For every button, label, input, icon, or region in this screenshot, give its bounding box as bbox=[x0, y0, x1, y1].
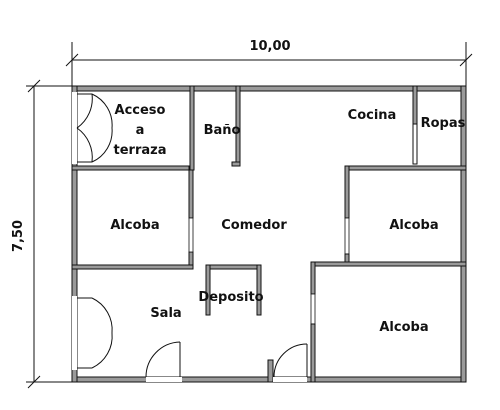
door-acceso-terraza-arc-bottom bbox=[76, 127, 93, 163]
room-label-alcoba-right-bottom: Alcoba bbox=[379, 320, 428, 335]
width-dimension-label: 10,00 bbox=[249, 39, 290, 54]
height-dimension-label: 7,50 bbox=[11, 220, 26, 252]
opening-alcoba-left bbox=[188, 217, 194, 253]
room-label-cocina: Cocina bbox=[348, 108, 397, 123]
room-label-deposito: Deposito bbox=[198, 290, 263, 305]
door-main-entrance-arc bbox=[145, 341, 181, 378]
outer-wall-left bbox=[71, 85, 78, 383]
width-dimension: 10,00 bbox=[65, 39, 473, 86]
wall-alcoba-right-bottom-left-upper bbox=[310, 261, 316, 295]
wall-alcoba-left-top bbox=[71, 165, 194, 171]
wall-sala-top bbox=[71, 264, 194, 270]
outer-wall-right bbox=[460, 85, 467, 383]
door-sala-left bbox=[72, 296, 113, 370]
height-dimension-bottom-slash bbox=[27, 375, 41, 389]
door-bottom-right bbox=[273, 343, 308, 382]
wall-alcoba-right-bottom-top bbox=[310, 261, 467, 267]
room-labels: Acceso a terraza Baño Cocina Ropas Alcob… bbox=[110, 103, 465, 335]
wall-alcoba-right-top-top bbox=[344, 165, 467, 171]
opening-alcoba-right-top bbox=[344, 217, 350, 255]
width-dimension-left-slash bbox=[65, 53, 79, 67]
doors bbox=[72, 92, 308, 382]
door-main-entrance-gap bbox=[146, 377, 182, 382]
door-acceso-terraza-gap bbox=[72, 92, 77, 164]
wall-alcoba-right-bottom-left-lower bbox=[310, 323, 316, 383]
opening-alcoba-right-bottom bbox=[310, 293, 316, 325]
door-sala-left-gap bbox=[72, 296, 77, 370]
wall-bano-stub bbox=[231, 161, 241, 167]
door-acceso-terraza bbox=[72, 92, 113, 164]
room-label-ropas: Ropas bbox=[421, 116, 466, 131]
outer-wall-top bbox=[71, 85, 467, 92]
height-dimension-top-slash bbox=[27, 79, 41, 93]
room-label-acceso-line2: a bbox=[136, 123, 145, 138]
door-acceso-terraza-swing bbox=[91, 93, 113, 163]
wall-deposito-right bbox=[256, 264, 262, 316]
wall-bottom-stub bbox=[267, 359, 274, 383]
wall-deposito-left bbox=[205, 264, 211, 316]
door-acceso-terraza-arc-top bbox=[76, 93, 93, 129]
room-label-comedor: Comedor bbox=[221, 218, 287, 233]
room-label-sala: Sala bbox=[150, 306, 181, 321]
room-label-alcoba-left: Alcoba bbox=[110, 218, 159, 233]
door-main-entrance bbox=[145, 341, 182, 382]
wall-deposito-top bbox=[205, 264, 262, 270]
room-label-bano: Baño bbox=[204, 123, 241, 138]
walls bbox=[71, 85, 467, 383]
wall-ropas-left-upper bbox=[412, 85, 418, 125]
door-sala-left-swing bbox=[91, 297, 113, 369]
width-dimension-right-slash bbox=[459, 53, 473, 67]
room-label-acceso-line3: terraza bbox=[114, 143, 167, 158]
wall-alcoba-right-top-left-upper bbox=[344, 165, 350, 219]
height-dimension: 7,50 bbox=[11, 79, 72, 389]
opening-ropas bbox=[412, 123, 418, 165]
room-label-acceso-line1: Acceso bbox=[115, 103, 166, 118]
door-bottom-right-gap bbox=[273, 377, 307, 382]
wall-alcoba-left-right-upper bbox=[188, 165, 194, 219]
door-bottom-right-arc bbox=[273, 343, 308, 378]
room-label-alcoba-right-top: Alcoba bbox=[389, 218, 438, 233]
wall-bano-left bbox=[189, 85, 195, 171]
